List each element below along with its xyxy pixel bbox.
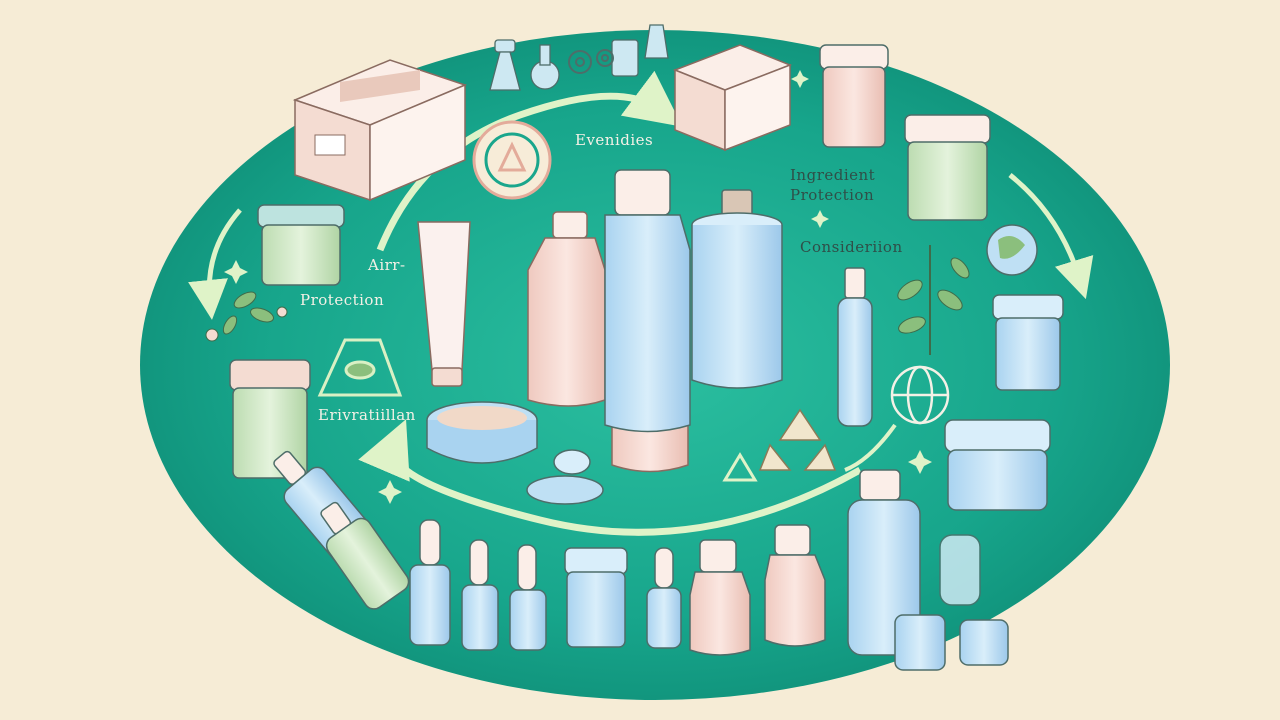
- jar-blue-right-mid: [992, 294, 1064, 391]
- jar-pink-top-right: [819, 44, 889, 148]
- gear-icon: [568, 49, 614, 74]
- jar-green-lower: [229, 359, 311, 479]
- label-protection-left: Protection: [300, 291, 384, 309]
- flow-arrow-right: [1008, 173, 1094, 300]
- label-evenidies: Evenidies: [575, 131, 653, 149]
- bead-tin: [426, 401, 538, 464]
- label-ingredient: Ingredient: [790, 166, 875, 184]
- flow-arrow-left: [188, 208, 242, 320]
- jar-green-right: [904, 114, 991, 221]
- flow-arrow-lower-right: [844, 423, 897, 472]
- leaf-icon: [205, 291, 288, 342]
- label-consideration: Consideriion: [800, 238, 903, 256]
- blue-bottle-slim: [837, 267, 873, 427]
- dropper-bottle-tilted-2: [320, 501, 410, 610]
- lab-glassware: [489, 24, 669, 91]
- cream-tube: [417, 221, 471, 387]
- jar-green-upper: [257, 204, 345, 286]
- box-icon: [292, 59, 468, 202]
- flow-arrow-top: [376, 70, 683, 252]
- blue-canister: [691, 189, 783, 389]
- label-environment: Erivratiillan: [318, 406, 416, 424]
- recycle-icon: [472, 120, 552, 200]
- flow-arrow-bottom: [358, 419, 862, 536]
- recycle-icon-green: [722, 452, 758, 482]
- blue-bottle-large: [604, 169, 691, 433]
- label-protection-top: Protection: [790, 186, 874, 204]
- globe-icon: [986, 224, 1038, 276]
- globe-icon-outline: [890, 365, 950, 425]
- recycle-leaf-emblem: [317, 338, 403, 397]
- sparkle-icons: [224, 70, 932, 504]
- bottom-row-bottles: [409, 469, 1009, 671]
- recycle-icon-cream: [758, 408, 837, 471]
- box-icon-small: [672, 44, 793, 152]
- jar-blue-right-lower: [944, 419, 1051, 511]
- compact-case: [526, 449, 604, 505]
- label-airr: Airr-: [367, 256, 406, 274]
- leaf-icon-right: [897, 245, 970, 355]
